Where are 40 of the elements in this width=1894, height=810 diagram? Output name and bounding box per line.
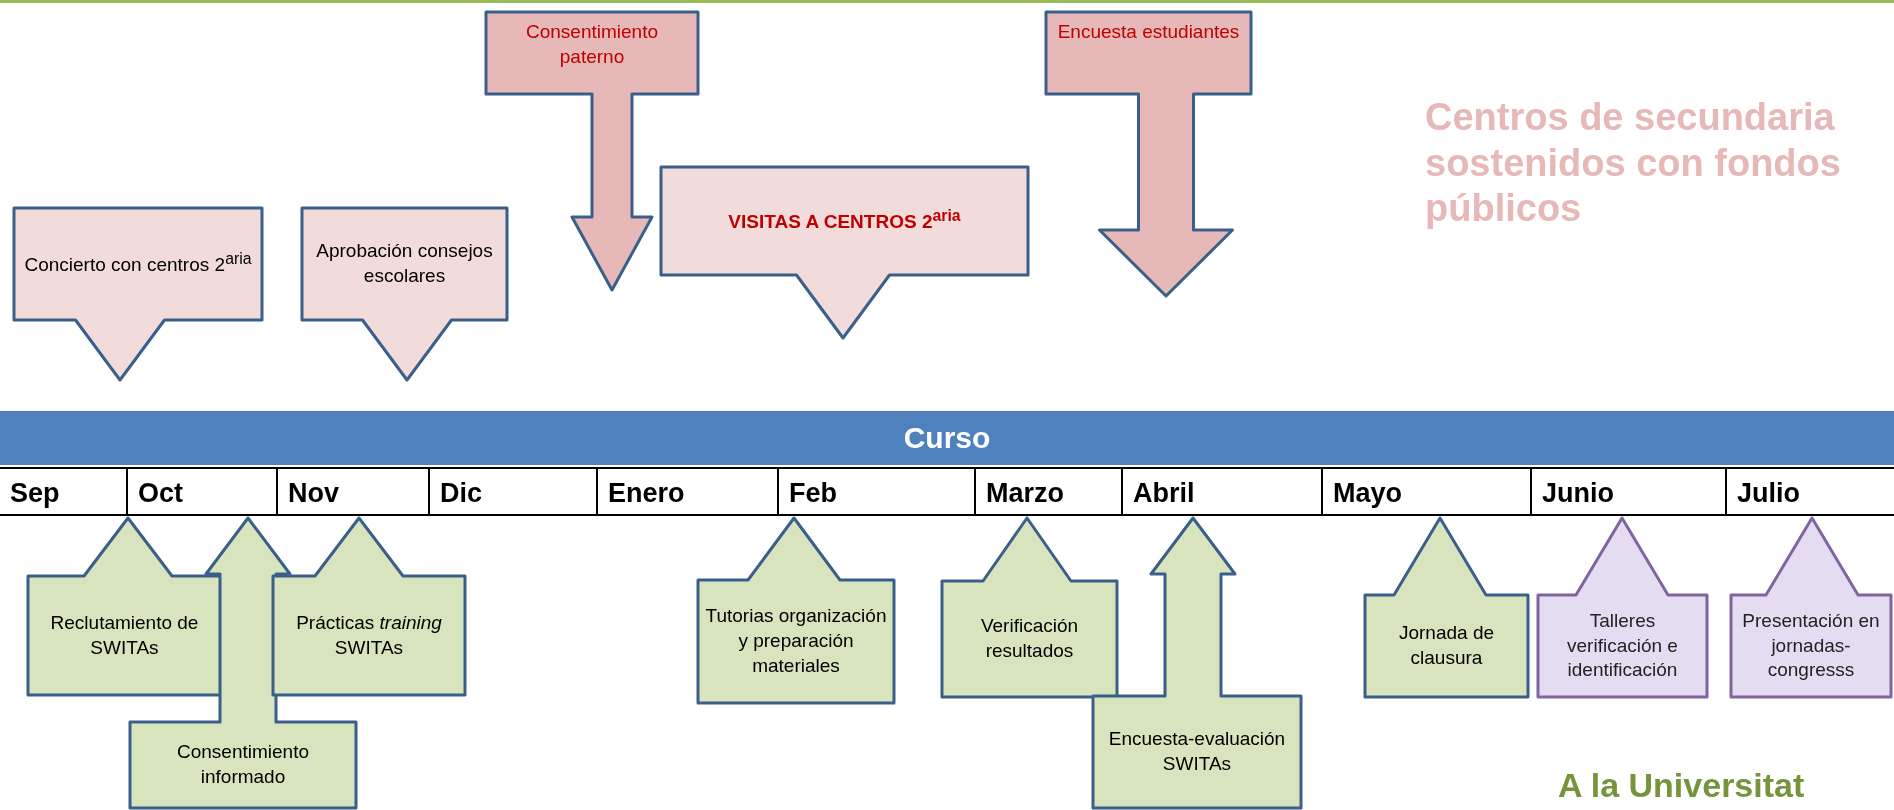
month-cell: Julio (1727, 467, 1894, 516)
down-arrow-callout (1046, 12, 1251, 296)
callout-text: Encuesta-evaluación SWITAs (1107, 727, 1287, 776)
month-cell: Oct (128, 467, 278, 516)
callout-text: Presentación en jornadas-congresss (1741, 608, 1881, 683)
callout-text: Talleres verificación e identificación (1566, 608, 1679, 683)
callout-text: Consentimiento informado (176, 740, 310, 789)
up-arrow-callout (1731, 518, 1891, 697)
down-arrow-callout (661, 167, 1028, 338)
callout-text: Prácticas training SWITAs (295, 610, 443, 660)
month-cell: Abril (1123, 467, 1323, 516)
month-cell: Junio (1532, 467, 1727, 516)
down-arrow-callout (14, 208, 262, 380)
up-arrow-callout (698, 518, 894, 703)
month-cell: Enero (598, 467, 779, 516)
up-arrow-callout (942, 518, 1117, 697)
footer-text: A la Universitat (1558, 766, 1805, 805)
callout-text: Reclutamiento de SWITAs (49, 610, 200, 660)
course-bar: Curso (0, 411, 1894, 465)
callout-text: Aprobación consejos escolares (315, 239, 494, 288)
callout-text: Verificación resultados (979, 614, 1080, 663)
month-cell: Marzo (976, 467, 1123, 516)
callout-text: Consentimiento paterno (525, 20, 659, 69)
callout-text: Encuesta estudiantes (1057, 20, 1240, 44)
month-cell: Feb (779, 467, 976, 516)
down-arrow-callout (302, 208, 507, 380)
heading-text: Centros de secundaria sostenidos con fondos públicos (1425, 95, 1842, 232)
up-arrow-callout (28, 518, 221, 695)
callout-text: VISITAS A CENTROS 2$^{aria}$ (728, 206, 961, 235)
month-cell: Sep (0, 467, 128, 516)
callout-text: Jornada de clausura (1397, 621, 1496, 670)
callout-text: Concierto con centros 2$^{aria}$ (24, 249, 252, 278)
month-cell: Dic (430, 467, 598, 516)
up-arrow-callout (273, 518, 465, 695)
up-arrow-callout (1093, 518, 1301, 808)
month-cell: Nov (278, 467, 430, 516)
up-arrow-callout (1365, 518, 1528, 697)
month-cell: Mayo (1323, 467, 1532, 516)
up-arrow-callout (1538, 518, 1707, 697)
callout-text: Tutorias organización y preparación materiales (704, 604, 888, 678)
